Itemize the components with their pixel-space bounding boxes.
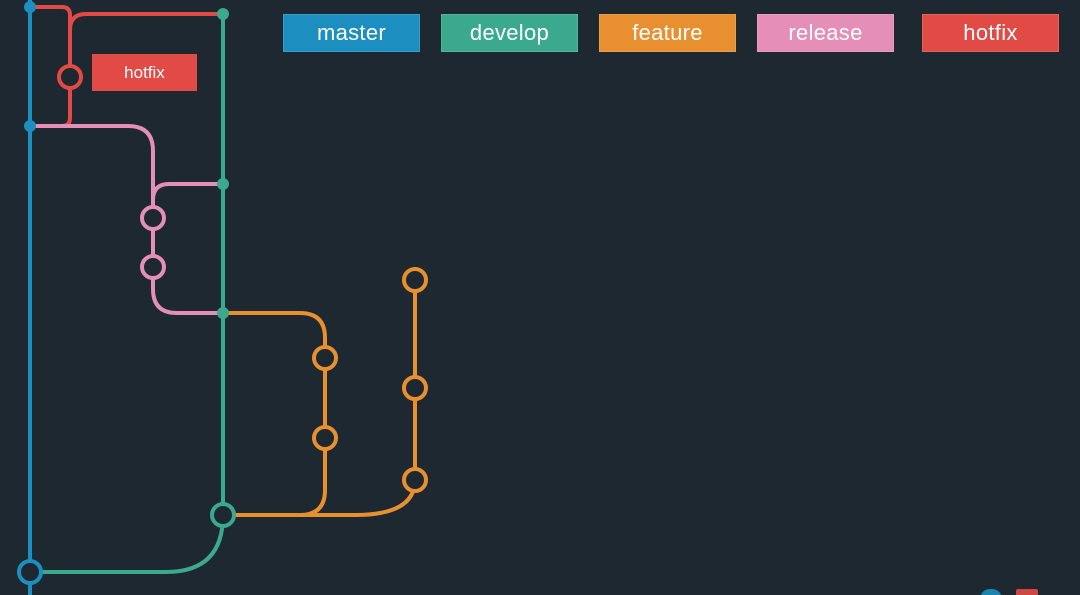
release-branch-line	[30, 124, 223, 315]
master-commit-node	[24, 120, 36, 132]
develop-commit-node	[217, 8, 229, 20]
master-commit-node	[24, 1, 36, 13]
master-commit-node	[17, 559, 43, 585]
hotfix-to-develop-line	[68, 12, 223, 40]
feature-commit-node	[312, 345, 338, 371]
legend-hotfix: hotfix	[922, 14, 1059, 52]
feature-commit-node	[402, 375, 428, 401]
watermark	[980, 589, 1038, 595]
release-commit-node	[140, 205, 166, 231]
feature-commit-node	[402, 267, 428, 293]
develop-commit-node	[217, 307, 229, 319]
develop-merge-to-master-line	[30, 514, 225, 574]
feature-branch-line-1	[223, 311, 327, 517]
release-commit-node	[140, 254, 166, 280]
feature-commit-node	[402, 467, 428, 493]
feature-commit-node	[312, 425, 338, 451]
hotfix-tag-label: hotfix	[92, 54, 197, 91]
release-merge-to-develop-line	[151, 182, 223, 210]
develop-commit-node	[217, 178, 229, 190]
feature-branch-line-2	[223, 280, 417, 517]
logo-icon	[980, 589, 1002, 595]
legend-master: master	[283, 14, 420, 52]
legend-develop: develop	[441, 14, 578, 52]
legend-release: release	[757, 14, 894, 52]
legend-feature: feature	[599, 14, 736, 52]
hotfix-commit-node	[57, 64, 83, 90]
develop-commit-node	[210, 502, 236, 528]
logo-icon-secondary	[1016, 589, 1038, 595]
